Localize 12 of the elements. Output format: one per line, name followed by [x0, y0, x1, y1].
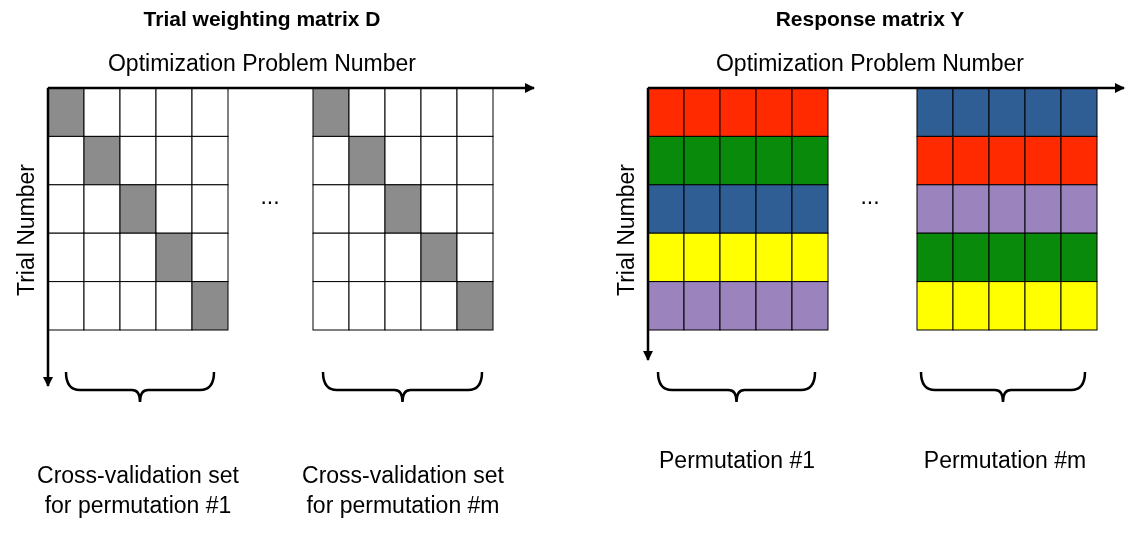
axis-label: Optimization Problem Number — [107, 49, 417, 78]
set-caption: Cross-validation set for permutation #m — [301, 461, 505, 520]
set-caption: Cross-validation set for permutation #1 — [36, 461, 240, 520]
axis-label: Trial Number — [12, 163, 40, 297]
ellipsis: ... — [260, 182, 280, 211]
panel-title: Response matrix Y — [775, 6, 965, 32]
panel-title: Trial weighting matrix D — [143, 6, 381, 32]
set-caption: Permutation #m — [923, 446, 1087, 475]
axis-label: Trial Number — [612, 163, 640, 297]
axis-label: Optimization Problem Number — [715, 49, 1025, 78]
ellipsis: ... — [860, 182, 880, 211]
set-caption: Permutation #1 — [659, 446, 815, 475]
